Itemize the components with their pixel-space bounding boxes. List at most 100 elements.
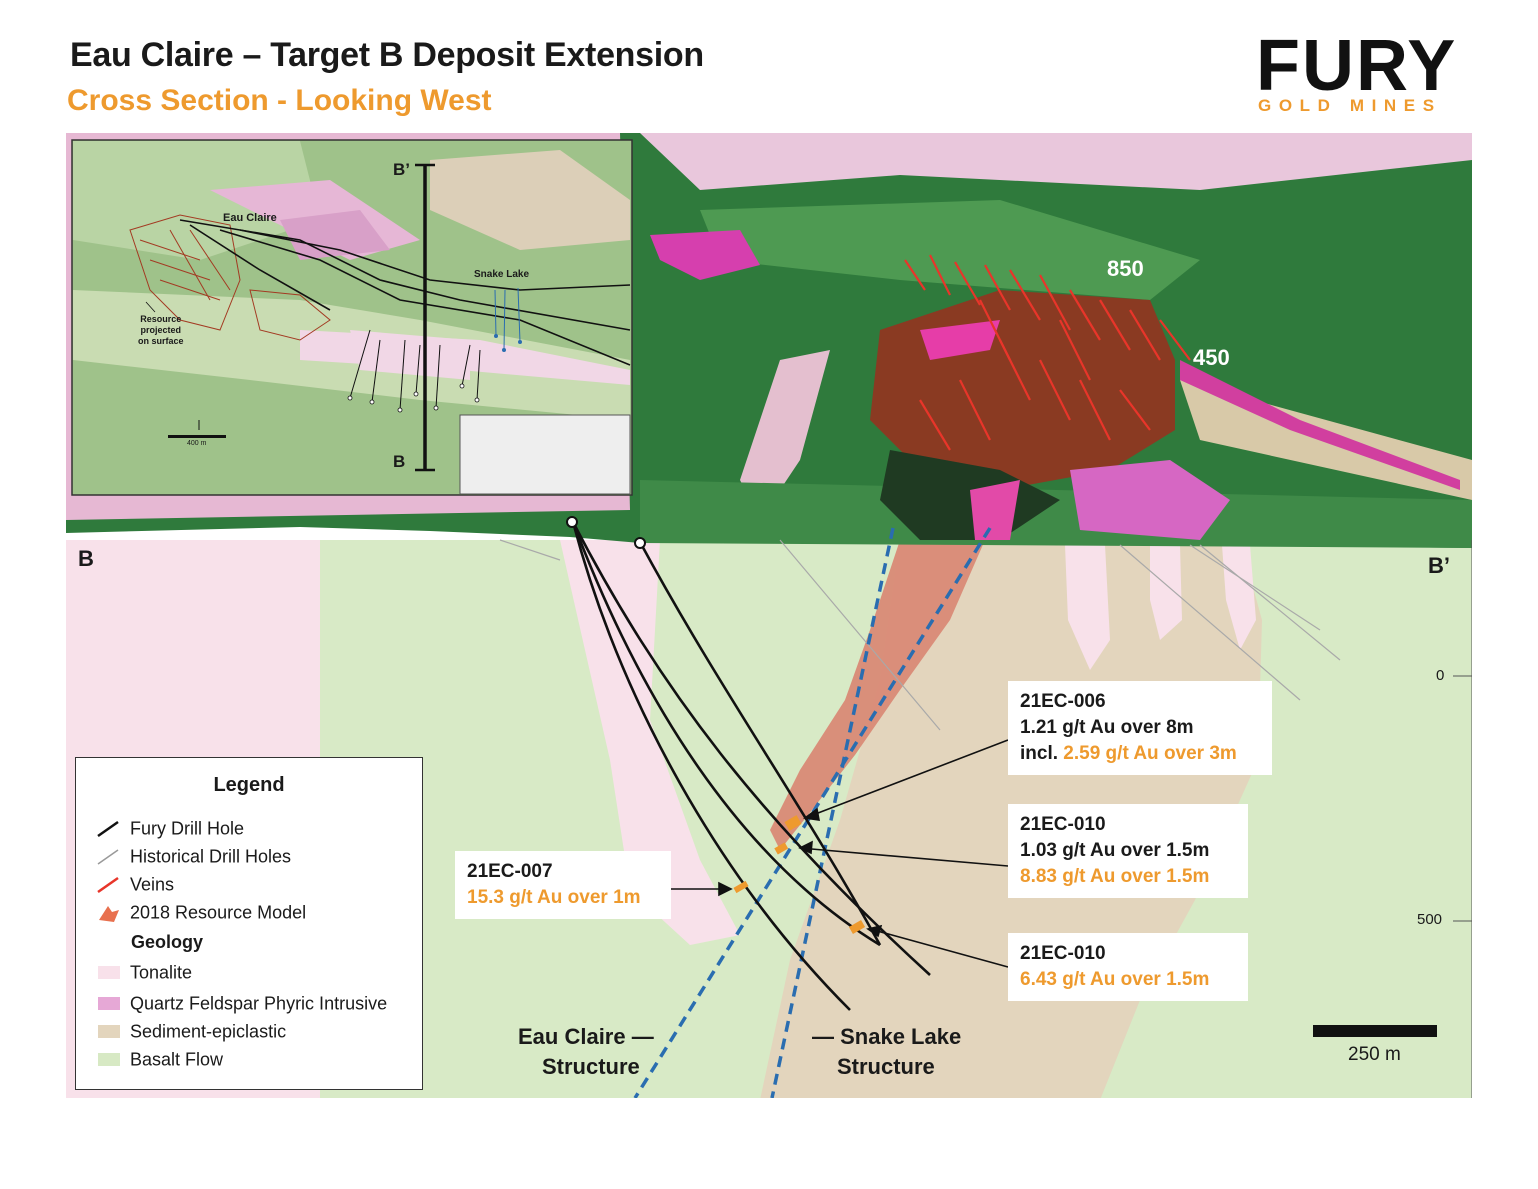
drill-collar xyxy=(634,537,646,549)
legend-label: 2018 Resource Model xyxy=(130,902,307,923)
historical-drill-holes xyxy=(499,539,1341,731)
swatch-icon xyxy=(94,991,130,1015)
inset-snake-lake-holes xyxy=(494,287,521,351)
snake-lake-structure-line xyxy=(770,527,895,1098)
incl-grade: 2.59 g/t Au over 3m xyxy=(1063,743,1237,764)
surface-veins xyxy=(904,254,1191,451)
snake-lake-structure-label: — Snake Lake Structure xyxy=(812,1022,961,1082)
inset-location-map xyxy=(71,139,633,496)
legend-item-veins: Veins xyxy=(94,871,174,895)
legend-item-sediment: Sediment-epiclastic xyxy=(94,1018,286,1042)
intercept-marker-21ec-007 xyxy=(733,880,749,894)
surface-qfp-intrusive xyxy=(1070,460,1230,540)
tonalite-lens xyxy=(1065,545,1110,670)
logo-tagline: GOLD MINES xyxy=(1258,96,1442,115)
black-line-icon xyxy=(94,816,130,840)
intercept-marker-21ec-010 xyxy=(774,842,789,855)
legend-label: Tonalite xyxy=(130,962,193,983)
callout-21ec-006: 21EC-006 1.21 g/t Au over 8m incl. 2.59 … xyxy=(1008,681,1272,775)
incl-prefix: incl. xyxy=(1020,743,1064,764)
eau-claire-structure-label: Eau Claire — Structure xyxy=(518,1022,654,1082)
callout-hole-id: 21EC-006 xyxy=(1020,691,1106,712)
callout-grade: 1.21 g/t Au over 8m xyxy=(1020,717,1194,738)
structure-label-line: — Snake Lake xyxy=(812,1024,962,1049)
page-subtitle: Cross Section - Looking West xyxy=(67,84,492,117)
company-logo: FURY GOLD MINES xyxy=(1252,30,1472,116)
callout-leaders xyxy=(671,739,1009,968)
legend-item-fury-drill-hole: Fury Drill Hole xyxy=(94,815,244,839)
resource-shape-icon xyxy=(94,900,130,924)
resource-note-line: on surface xyxy=(138,336,184,346)
inset-sediment xyxy=(430,150,630,250)
level-label-850: 850 xyxy=(1107,256,1144,281)
inset-qfp xyxy=(280,210,390,260)
tonalite-lens xyxy=(1150,545,1182,640)
inset-scale-label: 400 m xyxy=(187,440,207,447)
legend-item-basalt: Basalt Flow xyxy=(94,1046,223,1070)
callout-21ec-010-upper: 21EC-010 1.03 g/t Au over 1.5m 8.83 g/t … xyxy=(1008,804,1248,898)
legend-geology-title: Geology xyxy=(131,932,204,952)
resource-note-line: Resource xyxy=(140,314,182,324)
scale-bar xyxy=(1313,1025,1437,1037)
inset-label-b-prime: B’ xyxy=(393,160,410,179)
drill-collar xyxy=(566,516,578,528)
surface-qfp-intrusive xyxy=(650,230,760,280)
legend-item-qfp-intrusive: Quartz Feldspar Phyric Intrusive xyxy=(94,990,387,1014)
legend-title: Legend xyxy=(213,774,285,796)
eau-claire-structure-line xyxy=(633,527,992,1098)
inset-lower xyxy=(73,420,460,494)
structure-label-line: Eau Claire — xyxy=(518,1024,654,1049)
inset-label-snake-lake: Snake Lake xyxy=(474,269,530,280)
structure-label-line: Structure xyxy=(541,1054,640,1079)
depth-tick-label-0: 0 xyxy=(1436,667,1445,684)
map-legend: Legend Fury Drill Hole Historical Drill … xyxy=(75,757,423,1090)
callout-grade: 1.03 g/t Au over 1.5m xyxy=(1020,840,1210,861)
surface-edge xyxy=(640,480,1472,548)
intercept-marker-21ec-006 xyxy=(784,815,802,831)
page-title: Eau Claire – Target B Deposit Extension xyxy=(70,36,704,74)
inset-drill-traces xyxy=(349,329,481,411)
callout-hole-id: 21EC-007 xyxy=(467,861,553,882)
callout-highlight-grade: 15.3 g/t Au over 1m xyxy=(467,887,641,908)
red-line-icon xyxy=(94,872,130,896)
inset-mask xyxy=(459,414,631,494)
inset-blue-collars xyxy=(494,334,522,352)
structure-label-line: Structure xyxy=(837,1054,935,1079)
intercept-marker-21ec-010-deep xyxy=(848,920,866,934)
callout-highlight-grade: 8.83 g/t Au over 1.5m xyxy=(1020,866,1210,887)
inset-leader xyxy=(145,301,156,313)
surface-qfp-intrusive xyxy=(970,480,1020,540)
inset-structures xyxy=(179,219,631,366)
callout-21ec-007: 21EC-007 15.3 g/t Au over 1m xyxy=(455,851,671,919)
swatch-icon xyxy=(94,960,130,984)
legend-item-resource-model: 2018 Resource Model xyxy=(94,899,306,923)
grey-line-icon xyxy=(94,844,130,868)
section-label-b: B xyxy=(78,546,94,571)
legend-label: Veins xyxy=(130,874,175,895)
legend-label: Historical Drill Holes xyxy=(130,846,292,867)
legend-label: Quartz Feldspar Phyric Intrusive xyxy=(130,993,388,1014)
callout-incl: incl. 2.59 g/t Au over 3m xyxy=(1020,741,1260,767)
level-label-450: 450 xyxy=(1193,345,1230,370)
surface-intrusive-north xyxy=(640,133,1472,190)
legend-label: Basalt Flow xyxy=(130,1049,224,1070)
inset-basalt xyxy=(73,141,320,260)
inset-label-eau-claire: Eau Claire xyxy=(223,212,277,224)
inset-resource-outline xyxy=(129,214,331,341)
legend-item-tonalite: Tonalite xyxy=(94,959,192,983)
legend-label: Fury Drill Hole xyxy=(130,818,245,839)
resource-note-line: projected xyxy=(140,325,182,335)
surface-tonalite-dyke xyxy=(740,350,830,520)
inset-label-b: B xyxy=(393,452,406,471)
legend-item-historical-drill-holes: Historical Drill Holes xyxy=(94,843,291,867)
surface-qfp-intrusive xyxy=(920,320,1000,360)
fury-drill-holes xyxy=(571,521,931,1011)
swatch-icon xyxy=(94,1047,130,1071)
surface-qfp-vein xyxy=(1180,360,1460,490)
depth-tick-label-500: 500 xyxy=(1417,911,1443,928)
swatch-icon xyxy=(94,1019,130,1043)
resource-model-subsurface xyxy=(770,540,985,850)
callout-highlight-grade: 6.43 g/t Au over 1.5m xyxy=(1020,969,1210,990)
callout-hole-id: 21EC-010 xyxy=(1020,814,1106,835)
surface-basalt-band xyxy=(700,200,1200,300)
